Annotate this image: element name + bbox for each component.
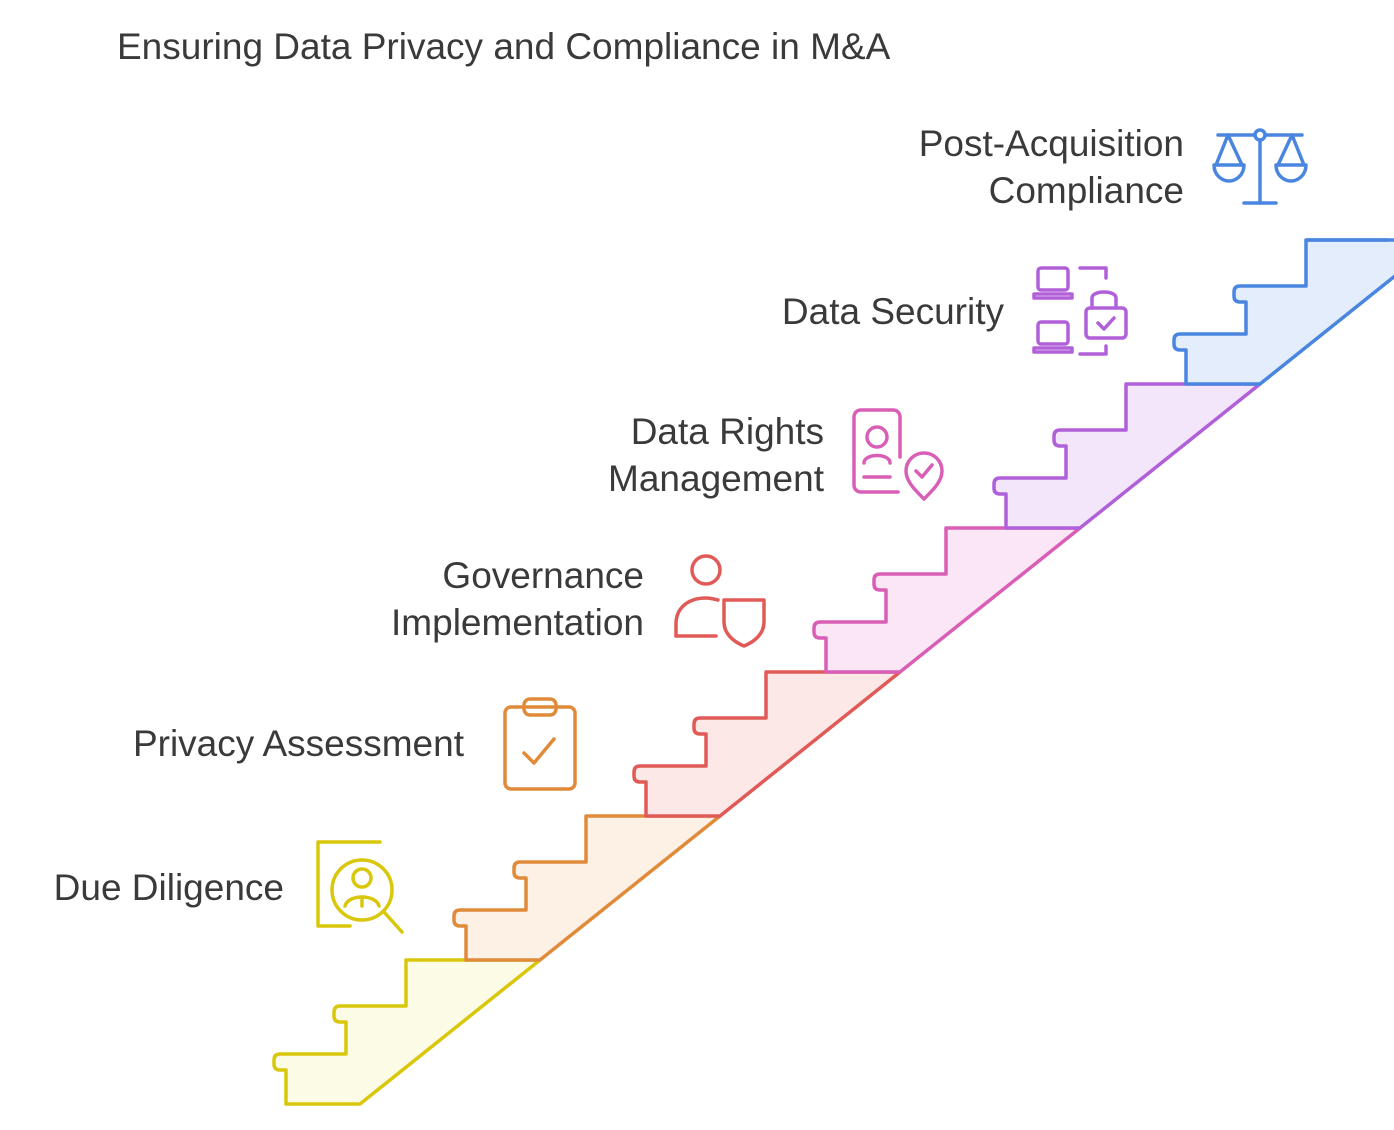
user-shield-icon bbox=[674, 554, 766, 648]
step-label-line: Privacy Assessment bbox=[132, 723, 464, 764]
stair-segment-shape bbox=[992, 382, 1262, 530]
person-search-icon bbox=[316, 840, 404, 934]
step-label-privacy-assessment: Privacy Assessment bbox=[133, 720, 464, 767]
step-label-line: Governance bbox=[442, 555, 644, 596]
stair-segment bbox=[272, 958, 542, 1106]
step-label-due-diligence: Due Diligence bbox=[54, 864, 284, 911]
stair-segment bbox=[452, 814, 722, 962]
step-label-line: Data Rights bbox=[630, 411, 824, 452]
step-label-governance-implementation: Governance Implementation bbox=[391, 552, 644, 646]
stair-segment-shape bbox=[632, 670, 902, 818]
step-label-data-rights-management: Data Rights Management bbox=[608, 408, 824, 502]
step-label-line: Data Security bbox=[781, 291, 1004, 332]
diagram-title: Ensuring Data Privacy and Compliance in … bbox=[117, 26, 891, 67]
stair-segment bbox=[1172, 238, 1394, 386]
id-badge-location-icon bbox=[852, 408, 944, 501]
stair-segment bbox=[632, 670, 902, 818]
step-label-line: Management bbox=[608, 458, 824, 499]
step-label-data-security: Data Security bbox=[782, 288, 1004, 335]
stair-segment-shape bbox=[812, 526, 1082, 674]
step-label-line: Due Diligence bbox=[53, 867, 284, 908]
stair-segment bbox=[992, 382, 1262, 530]
stair-segment-shape bbox=[452, 814, 722, 962]
clipboard-check-icon bbox=[503, 697, 577, 791]
stair-segment-shape bbox=[272, 958, 542, 1106]
step-label-line: Implementation bbox=[391, 602, 644, 643]
stair-segment-shape bbox=[1172, 238, 1394, 386]
scales-icon bbox=[1212, 128, 1308, 205]
devices-lock-icon bbox=[1032, 266, 1128, 356]
step-label-line: Post-Acquisition bbox=[918, 123, 1184, 164]
step-label-post-acquisition-compliance: Post-Acquisition Compliance bbox=[919, 120, 1184, 214]
step-label-line: Compliance bbox=[988, 170, 1184, 211]
stair-segment bbox=[812, 526, 1082, 674]
